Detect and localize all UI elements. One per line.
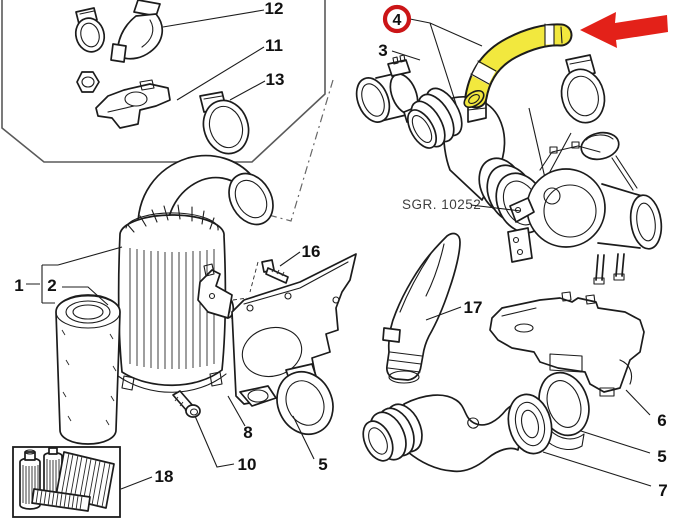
leader-line-11 [176, 46, 265, 101]
part-4-hose-highlighted [463, 23, 573, 109]
part-label-8: 8 [243, 423, 252, 442]
hose-clamp-band [470, 60, 497, 85]
part-label-1: 1 [14, 276, 23, 295]
part-8-bracket-plate [231, 253, 357, 407]
leader-line-17 [425, 306, 462, 321]
leader-line-16 [279, 251, 301, 267]
inset-box-border [1, 0, 326, 163]
leader-line-7 [542, 451, 652, 487]
leader-line-4 [409, 18, 483, 105]
dashed-reference-line [253, 79, 334, 222]
turbo-studs [593, 253, 625, 285]
part-label-5-right: 5 [657, 447, 666, 466]
hose-collar-band [544, 23, 555, 47]
part-11-bracket [95, 79, 171, 129]
part-4-badge[interactable]: 4 [382, 4, 412, 34]
part-label-17: 17 [464, 298, 483, 317]
leader-line-12 [162, 9, 265, 28]
part-10-bolt [172, 390, 201, 418]
part-label-13: 13 [266, 70, 285, 89]
part-16-bolt [249, 259, 289, 293]
leader-line-13 [229, 80, 266, 101]
sgr-group-label: SGR. 10252 [402, 197, 481, 212]
leader-line-5-center [292, 415, 315, 460]
part-7-intake-hose [362, 393, 553, 473]
leader-line-10 [194, 415, 235, 468]
part-label-10: 10 [238, 455, 257, 474]
hex-nut [76, 71, 100, 93]
hose-clamp-large [560, 54, 606, 124]
leader-line-6 [625, 389, 651, 416]
part-label-2: 2 [47, 276, 56, 295]
red-arrow-icon [580, 12, 668, 48]
part-18-service-kit [12, 446, 121, 518]
part-label-5-center: 5 [318, 455, 327, 474]
hose-clamp-small [74, 7, 106, 53]
group-bracket-1-2 [26, 246, 123, 306]
part-label-6: 6 [657, 411, 666, 430]
part-3-air-flow-meter [355, 54, 419, 123]
part-label-7: 7 [658, 481, 667, 500]
turbocharger [507, 131, 663, 285]
leader-line-5-right [580, 430, 651, 454]
part-4-badge-number: 4 [393, 12, 402, 29]
part-8-support-arm [197, 263, 233, 319]
leader-line-8 [227, 395, 246, 427]
part-13-hose-clamp [199, 91, 250, 155]
leader-line-sgr [470, 204, 522, 212]
part-label-3: 3 [378, 41, 387, 60]
leader-line-18 [120, 476, 153, 490]
part-label-11: 11 [265, 36, 283, 55]
part-12-clamp-bracket [110, 0, 164, 63]
kit-cabin-filter-panel [31, 488, 91, 512]
part-label-12: 12 [265, 0, 284, 18]
part-2-filter-element [55, 294, 121, 445]
leader-line-3 [391, 50, 421, 61]
part-label-18: 18 [155, 467, 174, 486]
part-6-resonator-box [489, 291, 645, 397]
part-label-16: 16 [302, 242, 321, 261]
part-17-intake-duct [382, 232, 461, 384]
part-5-sleeve-center [276, 363, 334, 436]
